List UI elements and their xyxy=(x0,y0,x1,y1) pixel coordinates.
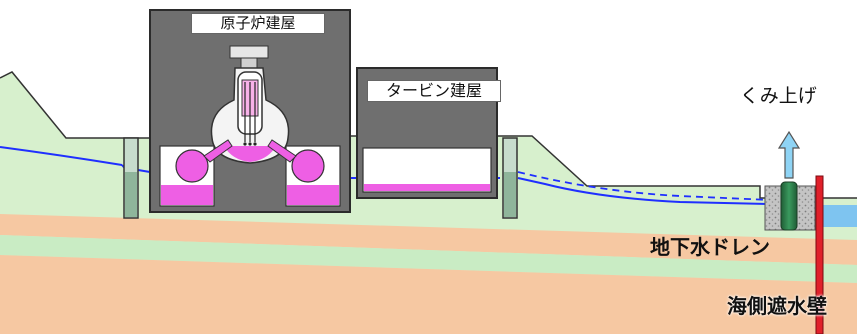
vent-pipe-right xyxy=(267,139,297,163)
clay-layer xyxy=(0,235,857,283)
sand-layer-1 xyxy=(0,214,857,265)
reactor-building xyxy=(149,9,351,213)
drain-pipe xyxy=(780,181,798,231)
groundwater-line-dashed xyxy=(517,171,771,201)
subdrain-well-right xyxy=(502,137,518,219)
reactor-building-label: 原子炉建屋 xyxy=(191,13,325,34)
seaside-wall xyxy=(815,175,824,334)
suppression-chamber-right xyxy=(291,149,325,183)
suppression-chamber-left xyxy=(175,149,209,183)
turbine-contaminated-water xyxy=(364,184,490,191)
drywell-water xyxy=(224,146,276,162)
contaminated-water-left xyxy=(161,185,213,205)
groundwater-line-solid xyxy=(0,146,771,205)
sea-water xyxy=(822,205,857,227)
subdrain-well-left xyxy=(123,137,139,219)
pump-up-arrow xyxy=(777,130,801,179)
turbine-building-label: タービン建屋 xyxy=(367,80,501,102)
overhead-crane xyxy=(229,45,269,59)
ground-strata xyxy=(0,71,857,334)
contaminated-water-right xyxy=(287,185,339,205)
sand-layer-2 xyxy=(0,255,857,334)
groundwater-drain xyxy=(764,130,816,231)
seaside-impermeable-wall-label: 海側遮水壁 xyxy=(727,294,827,318)
pump-up-label: くみ上げ xyxy=(740,85,817,107)
vent-pipe-left xyxy=(203,139,233,163)
groundwater-drain-label: 地下水ドレン xyxy=(650,235,770,259)
